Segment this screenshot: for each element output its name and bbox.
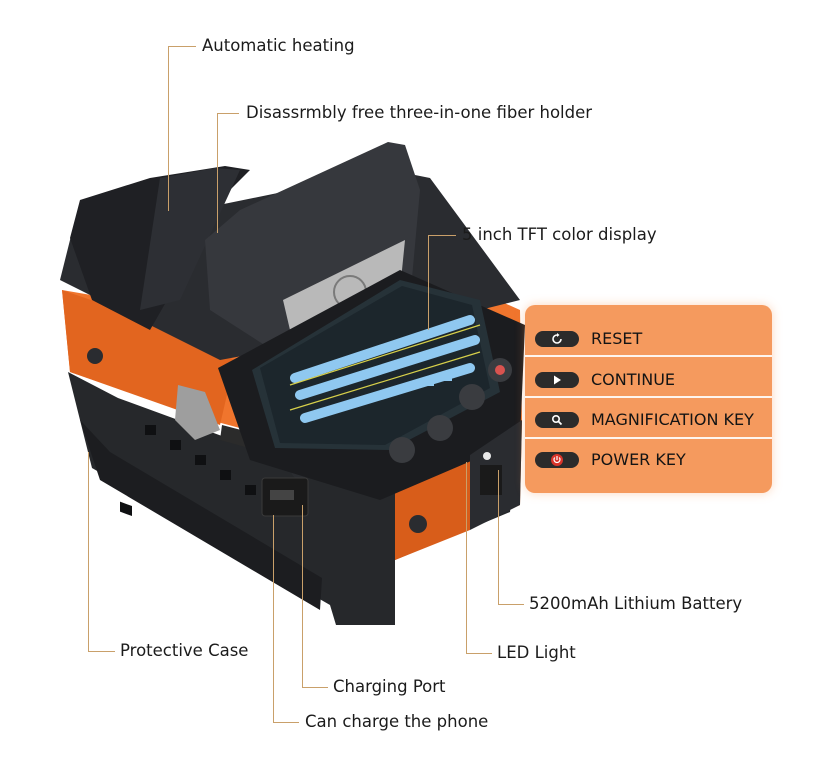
label-fiber-holder: Disassrmbly free three-in-one fiber hold… [246,103,593,122]
label-battery: 5200mAh Lithium Battery [529,594,743,613]
leader-automatic-heating-v [168,46,169,211]
key-label: POWER KEY [591,450,686,469]
key-label: RESET [591,329,643,348]
key-row-magnification: MAGNIFICATION KEY [535,407,772,433]
leader-charge-phone [273,515,274,722]
key-row-reset: RESET [535,326,772,352]
magnify-icon [535,412,579,428]
label-charging-port: Charging Port [333,677,446,696]
panel-divider [525,437,772,439]
key-callout-panel: RESET CONTINUE MAGNIFICATION KEY POWER K… [525,305,772,493]
leader-battery [498,470,499,604]
key-label: CONTINUE [591,370,676,389]
leader-fiber-holder-v [217,113,218,233]
leader-protective-case [88,452,89,652]
leader-charging-port [302,505,303,687]
reset-icon [535,331,579,347]
leader-protective-case-h [88,651,115,652]
label-automatic-heating: Automatic heating [202,36,355,55]
leader-charging-port-h [302,687,328,688]
leader-led-light-h [466,653,492,654]
tft-display [252,280,500,450]
label-led-light: LED Light [497,643,576,662]
panel-divider [525,355,772,357]
leader-battery-h [498,604,524,605]
leader-charge-phone-h [273,722,299,723]
key-label: MAGNIFICATION KEY [591,410,754,429]
leader-automatic-heating [168,46,196,47]
label-display: 5 inch TFT color display [462,225,657,244]
leader-led-light [466,462,467,653]
play-icon [535,372,579,388]
screen-buttons [389,358,512,463]
panel-divider [525,396,772,398]
label-protective-case: Protective Case [120,641,249,660]
leader-display [428,235,456,236]
power-icon [535,452,579,468]
leader-fiber-holder [217,113,239,114]
label-charge-phone: Can charge the phone [305,712,489,731]
key-row-continue: CONTINUE [535,367,772,393]
key-row-power: POWER KEY [535,447,772,473]
leader-display-v [428,235,429,330]
